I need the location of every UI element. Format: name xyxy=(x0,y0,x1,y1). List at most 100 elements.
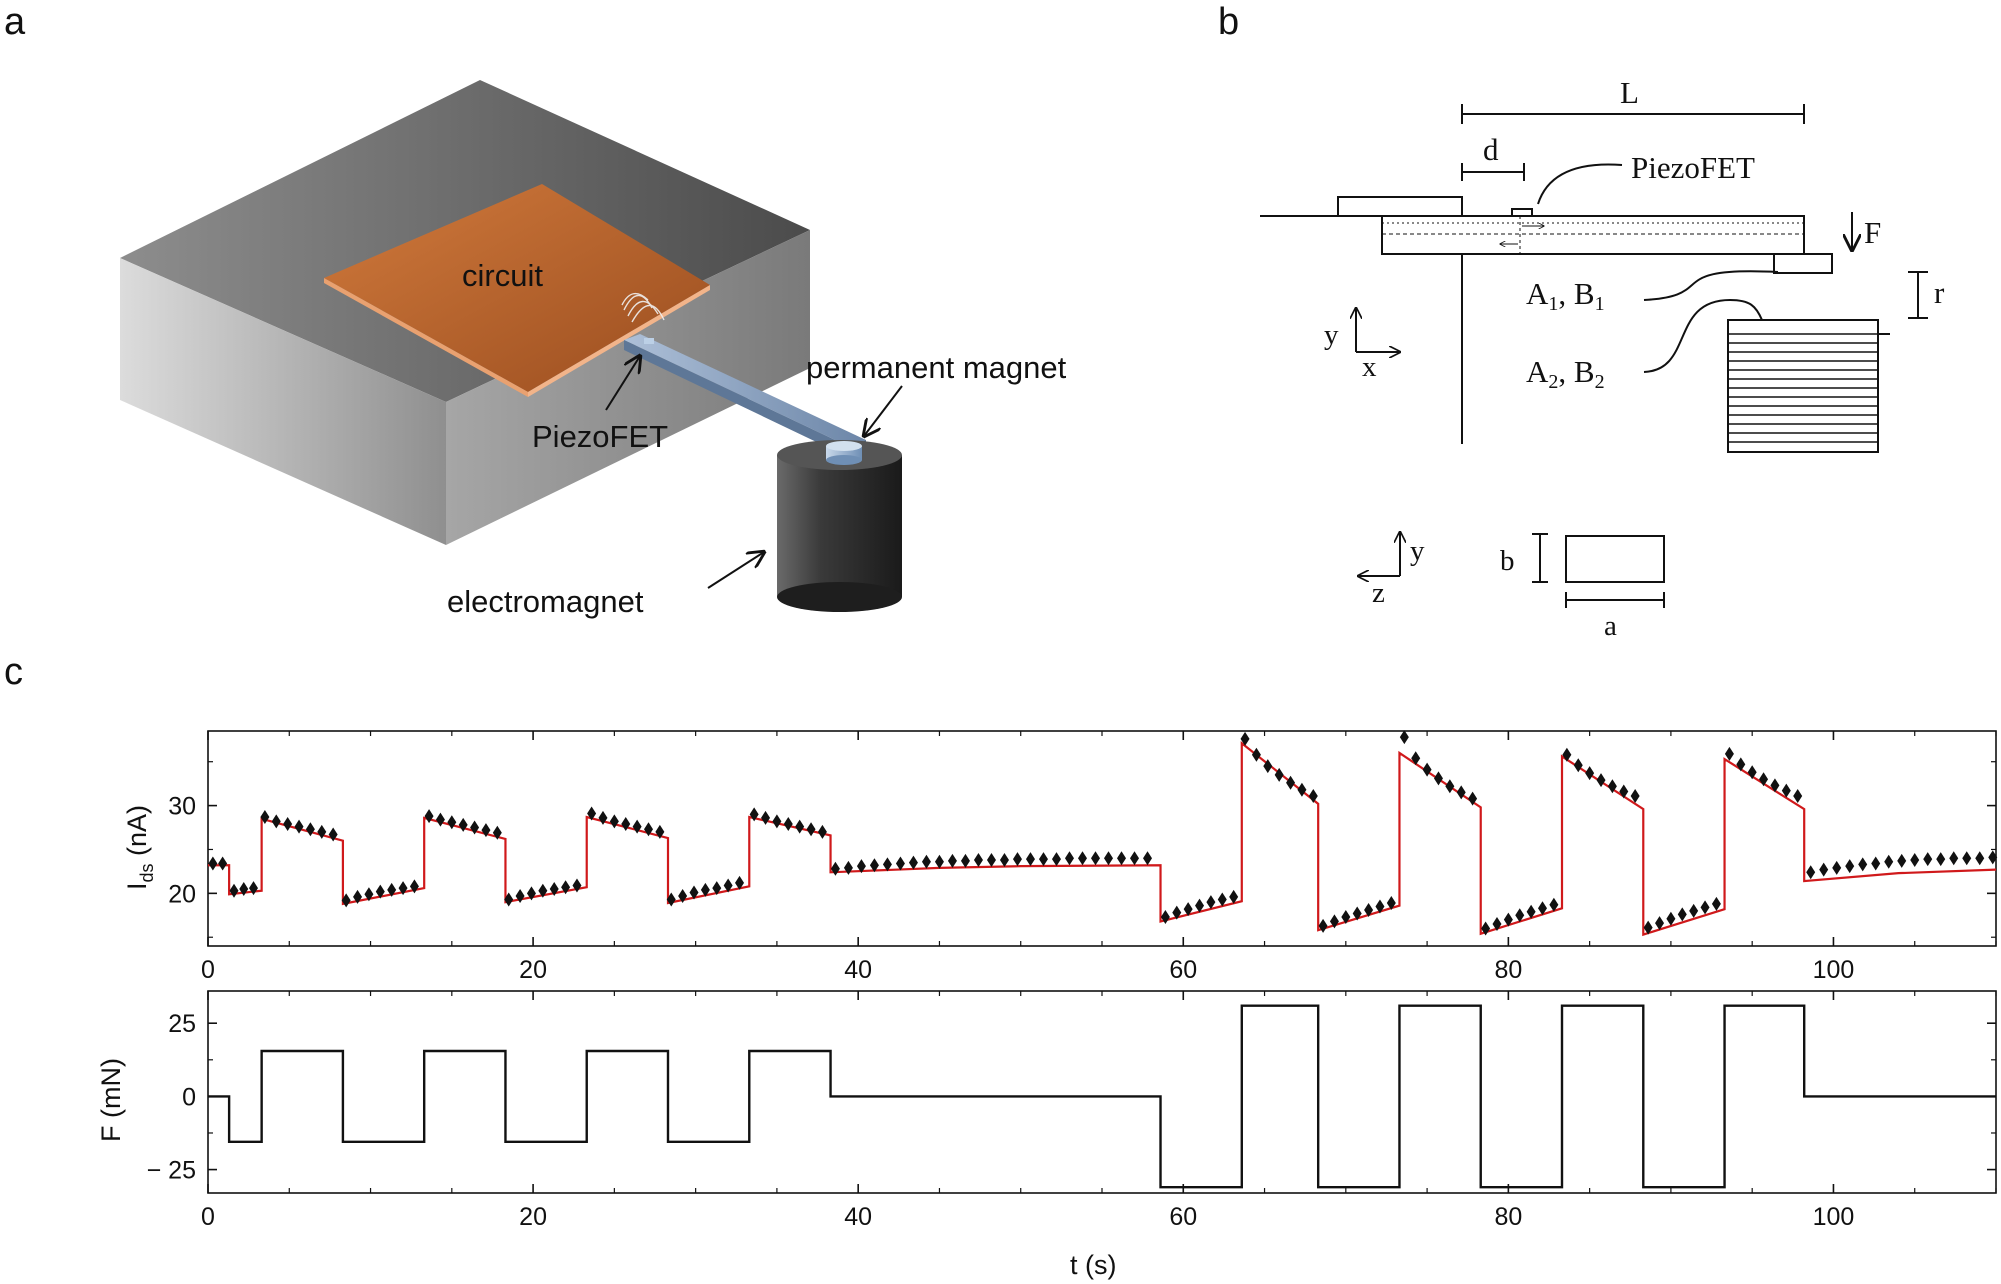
label-d: d xyxy=(1483,132,1499,167)
data-point xyxy=(1759,772,1769,787)
data-point xyxy=(934,854,944,869)
data-point xyxy=(1263,759,1273,774)
data-point xyxy=(1689,903,1699,918)
y-tick-label: 0 xyxy=(182,1083,196,1111)
data-point xyxy=(1386,896,1396,910)
x-tick-label: 0 xyxy=(201,956,215,984)
data-point xyxy=(424,809,434,824)
data-point xyxy=(538,883,548,898)
current-model-line xyxy=(208,741,1997,937)
panel-a-annotations: permanent magnet PiezoFET electromagnet xyxy=(447,350,1067,619)
data-point xyxy=(328,827,338,842)
data-point xyxy=(1503,912,1513,927)
label-F: F xyxy=(1864,215,1881,250)
data-point xyxy=(795,819,805,834)
data-point xyxy=(1012,852,1022,867)
electromagnet-arrow xyxy=(707,552,764,589)
data-point xyxy=(700,882,710,897)
force-line xyxy=(208,1004,1996,1189)
dimension-d xyxy=(1461,163,1525,181)
clamp-top xyxy=(1337,196,1463,217)
data-point xyxy=(1229,889,1239,904)
data-point xyxy=(1666,911,1676,926)
data-point xyxy=(655,824,665,839)
data-point xyxy=(1143,851,1153,866)
data-point xyxy=(1308,788,1318,803)
data-point xyxy=(435,812,445,827)
data-point xyxy=(1655,916,1665,931)
data-point xyxy=(375,884,385,899)
permanent-magnet-arrow xyxy=(864,385,903,436)
label-L: L xyxy=(1620,75,1639,110)
x-tick-label: 100 xyxy=(1813,1203,1855,1231)
data-point xyxy=(409,879,419,894)
data-point xyxy=(783,817,793,832)
label-A2-B2: A2, B2 xyxy=(1526,354,1605,393)
label-A1-B1: A1, B1 xyxy=(1526,276,1605,315)
data-point xyxy=(515,888,525,903)
force-y-axis-label: F (mN) xyxy=(96,1058,126,1142)
data-point xyxy=(1318,918,1328,933)
data-point xyxy=(1341,910,1351,925)
data-point xyxy=(986,853,996,867)
label-b: b xyxy=(1500,545,1515,577)
data-point xyxy=(806,822,816,837)
data-point xyxy=(526,886,536,901)
beam-top xyxy=(624,334,866,447)
data-point xyxy=(1936,852,1946,867)
data-point xyxy=(761,810,771,825)
data-point xyxy=(1399,730,1409,745)
data-point xyxy=(856,859,866,874)
tip-magnet xyxy=(1773,253,1833,274)
data-point xyxy=(1793,788,1803,803)
data-point xyxy=(249,881,259,896)
data-point xyxy=(1736,757,1746,772)
panel-letter-c: c xyxy=(4,651,23,693)
data-point xyxy=(1643,920,1653,935)
x-tick-label: 80 xyxy=(1494,956,1522,984)
data-point xyxy=(1845,859,1855,874)
piezofet-arrow xyxy=(605,356,640,411)
data-point xyxy=(1038,852,1048,867)
data-point xyxy=(1962,851,1972,866)
data-point xyxy=(341,893,351,908)
data-point xyxy=(1286,775,1296,790)
data-point xyxy=(1422,762,1432,777)
data-point xyxy=(1117,851,1127,866)
data-point xyxy=(458,817,468,832)
x-tick-label: 40 xyxy=(844,1203,872,1231)
beam-rect xyxy=(1381,215,1805,255)
data-point xyxy=(1183,902,1193,917)
label-r: r xyxy=(1934,275,1945,310)
data-point xyxy=(1352,906,1362,921)
block-right-face xyxy=(446,230,810,545)
data-point xyxy=(1217,892,1227,907)
data-point xyxy=(882,857,892,872)
data-point xyxy=(1884,854,1894,869)
data-point xyxy=(1433,771,1443,786)
data-point xyxy=(1897,853,1907,868)
permanent-magnet-top xyxy=(826,441,862,451)
data-point xyxy=(960,853,970,868)
x-tick-label: 100 xyxy=(1813,956,1855,984)
y-tick-label: − 25 xyxy=(147,1157,196,1185)
cross-section-rect xyxy=(1565,535,1665,583)
data-point xyxy=(561,880,571,895)
data-point xyxy=(1468,791,1478,806)
data-point xyxy=(908,855,918,870)
data-point xyxy=(283,817,293,832)
data-point xyxy=(572,878,582,893)
data-point xyxy=(1832,860,1842,875)
data-point xyxy=(947,853,957,868)
data-point xyxy=(1700,900,1710,915)
time-x-axis-label: t (s) xyxy=(1070,1250,1117,1280)
data-point xyxy=(1975,851,1985,866)
block-front-face xyxy=(120,258,446,545)
data-point xyxy=(1445,779,1455,794)
data-point xyxy=(364,887,374,902)
x-tick-label: 20 xyxy=(519,956,547,984)
cross-section xyxy=(1532,533,1665,608)
piezofet-element xyxy=(1511,208,1533,217)
